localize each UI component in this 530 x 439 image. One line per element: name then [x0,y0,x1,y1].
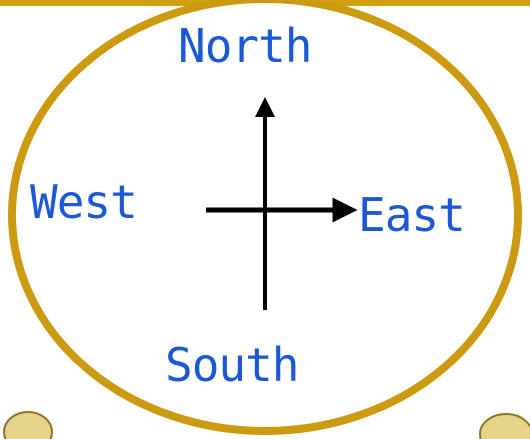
west-label: West [30,179,137,225]
bottom-right-decoration [480,414,530,439]
south-label: South [165,342,298,388]
bottom-left-decoration [4,412,52,439]
east-label: East [358,192,465,238]
north-label: North [178,23,311,69]
